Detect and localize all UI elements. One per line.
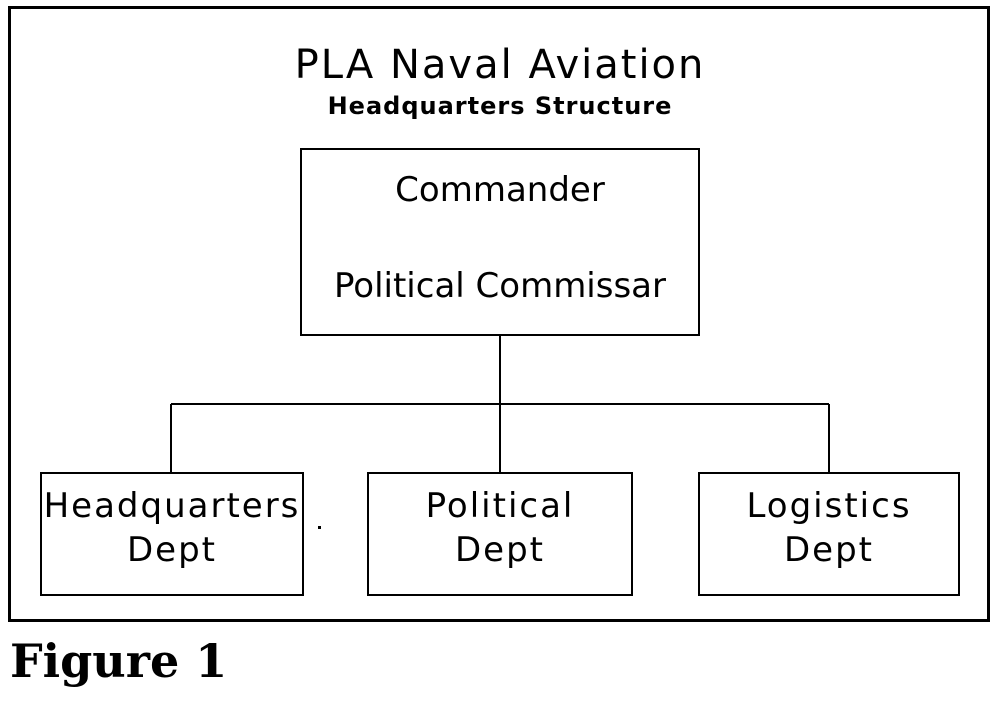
political-dept-label: Political — [425, 486, 575, 526]
logistics-dept-label: Logistics — [746, 486, 912, 526]
commander-box: Commander Political Commissar — [300, 148, 700, 336]
political-dept-box: Political Dept — [367, 472, 633, 596]
figure-caption: Figure 1 — [10, 634, 228, 688]
logistics-dept-suffix: Dept — [783, 530, 874, 570]
figure-frame — [8, 6, 990, 622]
headquarters-dept-suffix: Dept — [126, 530, 217, 570]
diagram-subtitle: Headquarters Structure — [327, 92, 673, 120]
scan-speck — [318, 526, 321, 529]
headquarters-dept-label: Headquarters — [43, 486, 301, 526]
political-dept-suffix: Dept — [454, 530, 545, 570]
headquarters-dept-box: Headquarters Dept — [40, 472, 304, 596]
political-commissar-label: Political Commissar — [333, 266, 666, 306]
logistics-dept-box: Logistics Dept — [698, 472, 960, 596]
commander-label: Commander — [395, 170, 605, 210]
diagram-title: PLA Naval Aviation — [294, 42, 706, 88]
